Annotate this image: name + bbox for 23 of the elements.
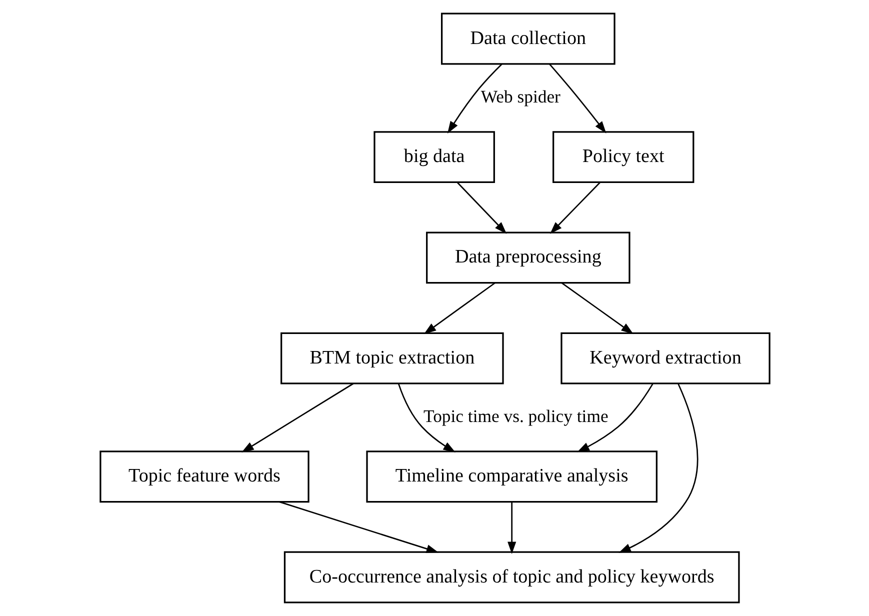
arrow	[423, 282, 495, 334]
edge-label: Web spider	[480, 86, 560, 107]
arrow	[576, 384, 653, 452]
node-box: BTM topic extraction	[280, 332, 504, 384]
node-box: Co-occurrence analysis of topic and policy keywords	[283, 551, 740, 604]
arrow	[241, 383, 354, 452]
node-box: Data collection	[440, 12, 615, 65]
node-box: Policy text	[552, 131, 694, 184]
arrow	[456, 182, 506, 234]
node-box: Topic feature words	[99, 450, 309, 503]
arrow	[446, 64, 502, 134]
arrow	[278, 501, 438, 553]
edge-label: Topic time vs. policy time	[423, 406, 608, 426]
node-box: big data	[373, 131, 494, 184]
arrow	[397, 383, 455, 452]
arrow	[507, 502, 516, 554]
arrow	[548, 63, 606, 134]
arrow	[549, 182, 600, 234]
node-box: Data preprocessing	[426, 232, 630, 284]
arrow	[618, 384, 698, 553]
node-box: Timeline comparative analysis	[366, 450, 657, 503]
node-box: Keyword extraction	[560, 332, 770, 384]
arrow	[560, 282, 633, 334]
